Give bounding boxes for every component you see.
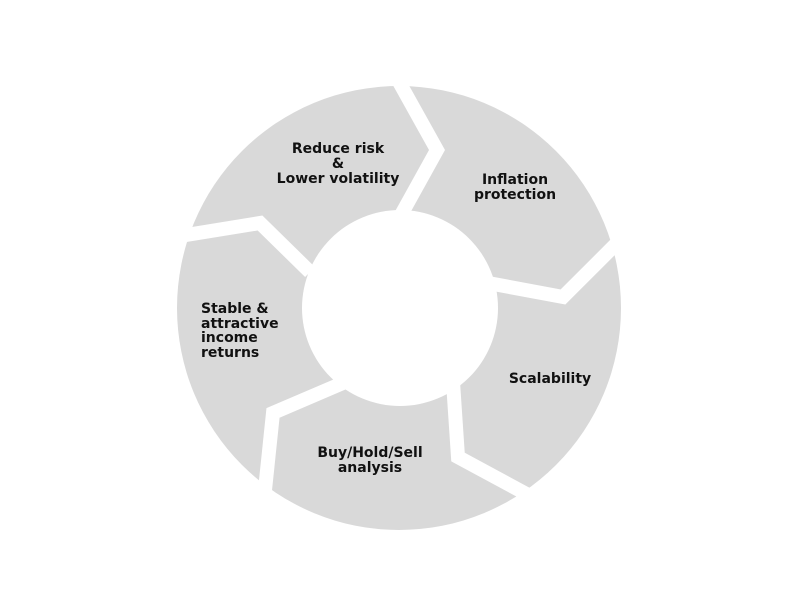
label-line: Stable & bbox=[201, 301, 269, 317]
segment-buy-hold-sell: Buy/Hold/Sell analysis bbox=[300, 446, 440, 476]
segment-inflation-protection: Inflation protection bbox=[455, 173, 575, 203]
gap-chevron-3 bbox=[446, 381, 536, 504]
label-line: protection bbox=[473, 187, 557, 203]
segment-stable-income: Stable & attractive income returns bbox=[201, 302, 301, 360]
label-line: & bbox=[331, 156, 345, 172]
gap-chevron-5 bbox=[178, 215, 315, 277]
segment-scalability: Scalability bbox=[495, 372, 605, 387]
label-line: Reduce risk bbox=[291, 141, 385, 157]
label-line: Scalability bbox=[508, 371, 592, 387]
gap-chevron-2 bbox=[486, 235, 625, 305]
gap-chevron-4 bbox=[258, 376, 346, 491]
label-line: analysis bbox=[337, 460, 403, 476]
segment-reduce-risk: Reduce risk & Lower volatility bbox=[258, 142, 418, 187]
label-line: Inflation bbox=[481, 172, 549, 188]
label-line: returns bbox=[201, 344, 260, 361]
label-line: income bbox=[201, 330, 258, 346]
center-hole bbox=[302, 210, 498, 406]
label-line: attractive bbox=[201, 315, 279, 332]
label-line: Buy/Hold/Sell bbox=[317, 445, 423, 461]
label-line: Lower volatility bbox=[276, 171, 400, 187]
gap-chevron-1 bbox=[391, 76, 446, 219]
